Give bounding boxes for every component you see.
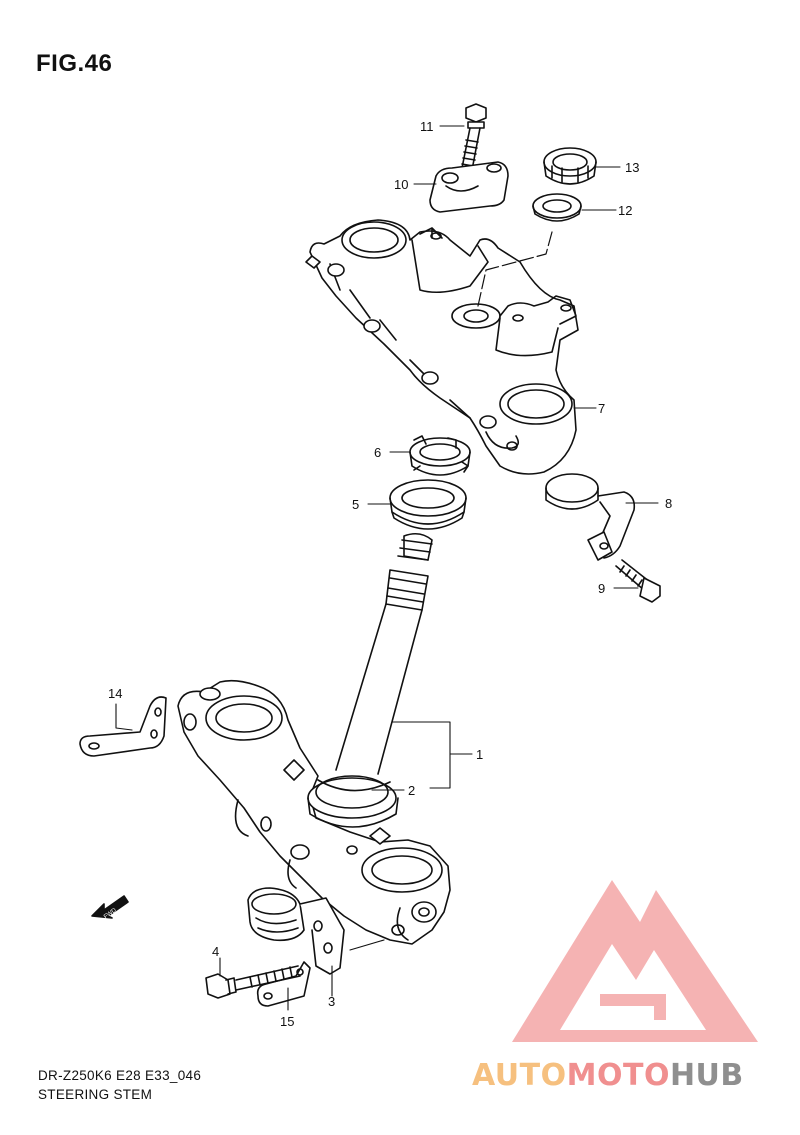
callout-5: 5 [352,497,359,512]
fwd-arrow-icon [91,895,129,919]
callout-1: 1 [476,747,483,762]
part-11-bolt [461,103,487,171]
part-15-bracket [256,961,311,1007]
part-5-bearing [389,479,467,530]
part-4-bolt [205,965,301,999]
callout-6: 6 [374,445,381,460]
part-14-bracket [79,696,167,757]
callout-12: 12 [618,203,632,218]
part-10-handlebar-holder [429,161,509,213]
part-8-bracket [545,473,636,561]
callout-13: 13 [625,160,639,175]
callout-3: 3 [328,994,335,1009]
watermark-logo [512,880,758,1042]
part-1-steering-stem [177,532,451,945]
part-7-upper-bracket [305,219,579,475]
callout-7: 7 [598,401,605,416]
callout-9: 9 [598,581,605,596]
part-9-bolt [615,559,661,603]
part-2-bearing [317,779,391,792]
callout-2: 2 [408,783,415,798]
cable-guide [247,887,345,975]
watermark-part-moto: MOTO [566,1058,670,1093]
part-6-stem-nut [409,435,471,476]
watermark-text: AUTOMOTOHUB [472,1058,744,1093]
part-13-nut [543,147,597,185]
leader-lines [115,125,659,1011]
callout-4: 4 [212,944,219,959]
section-name: STEERING STEM [38,1087,153,1102]
part-12-washer [532,193,582,222]
watermark-part-hub: HUB [669,1058,744,1093]
figure-title: FIG.46 [36,50,113,77]
callout-8: 8 [665,496,672,511]
callout-14: 14 [108,686,122,701]
callout-11: 11 [420,119,434,134]
model-code: DR-Z250K6 E28 E33_046 [38,1068,202,1083]
callout-15: 15 [280,1014,294,1029]
watermark-part-auto: AUTO [472,1058,567,1093]
callout-10: 10 [394,177,408,192]
